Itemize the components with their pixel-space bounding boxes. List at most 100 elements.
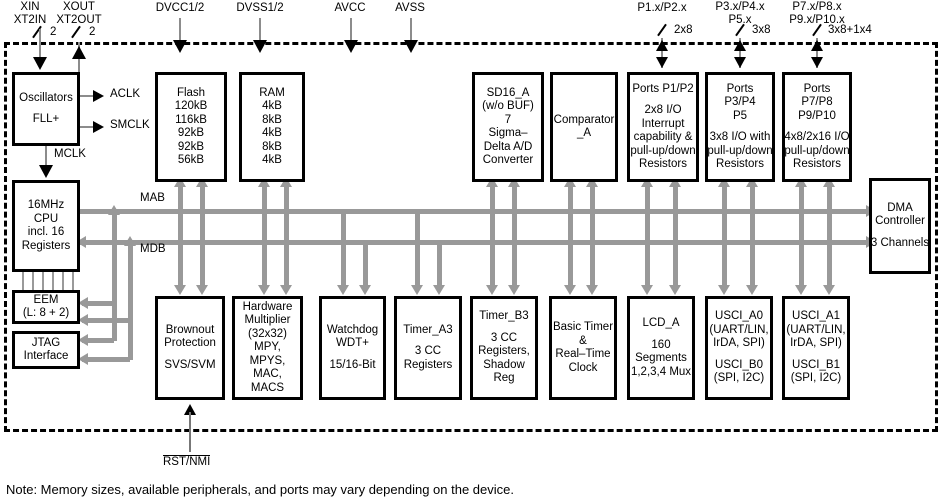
bus-drop-lcd-mdb: [673, 240, 678, 287]
block-flash-size3: 92kB: [177, 127, 205, 139]
pin-label-rst-nmi: RST/NMI: [163, 455, 211, 469]
block-ram-memory[interactable]: RAM 4kB 8kB 4kB 8kB 4kB: [239, 72, 305, 182]
pin-stem-avss: [410, 18, 412, 46]
bus-arrow-sd16-mab: [486, 177, 498, 187]
bus-arrowdn-bt-mdb: [586, 285, 598, 295]
pin-arrow-dn-p1p2: [656, 57, 668, 68]
bus-arrow-ram-mdb: [280, 177, 292, 187]
block-usci0-line2: (UART/LIN,: [709, 323, 769, 336]
block-ports-p7p10-line1: P7/P8: [801, 96, 833, 108]
block-oscillators[interactable]: Oscillators FLL+: [12, 72, 80, 146]
block-basic-timer-line2: &: [579, 334, 587, 347]
bus-riser-sd16-mdb: [512, 182, 517, 242]
block-cpu-line1: 16MHz: [27, 199, 65, 211]
block-ram-size3: 4kB: [262, 127, 282, 139]
block-dma-line2: Controller: [875, 215, 925, 228]
block-oscillators-line2: FLL+: [32, 113, 60, 125]
bus-drop-ta3-mab: [415, 209, 420, 287]
block-sd16a-line6: Converter: [482, 154, 534, 166]
bus-riser-ram-mab: [262, 182, 267, 212]
block-timer-a3[interactable]: Timer_A3 3 CC Registers: [394, 296, 462, 400]
block-hardware-multiplier[interactable]: Hardware Multiplier (32x32) MPY, MPYS, M…: [232, 296, 303, 400]
bus-arrowdn-usci1-mab: [795, 285, 807, 295]
pin-label-xin-line1: XIN: [20, 1, 40, 13]
pin-arrow-up-p3p5: [734, 40, 746, 51]
block-sd16a-adc[interactable]: SD16_A (w/o BUF) 7 Sigma– Delta A/D Conv…: [472, 72, 544, 182]
block-dma-controller[interactable]: DMA Controller 3 Channels: [869, 178, 931, 274]
block-flash-memory[interactable]: Flash 120kB 116kB 92kB 92kB 56kB: [155, 72, 227, 182]
mclk-stem: [45, 146, 47, 168]
block-usci0-line5: (SPI, I2C): [713, 372, 765, 385]
block-sd16a-line2: (w/o BUF): [482, 100, 534, 112]
bus-eem-arrow-a: [108, 205, 120, 215]
block-timer-b3-line3: Registers,: [478, 345, 530, 358]
pin-label-p3p5-line2: P5.x: [728, 14, 752, 26]
block-comparator-a[interactable]: Comparator _A: [550, 72, 618, 182]
clock-label-mclk: MCLK: [54, 148, 86, 160]
block-eem[interactable]: EEM (L: 8 + 2): [12, 290, 80, 324]
block-lcd-a[interactable]: LCD_A 160 Segments 1,2,3,4 Mux: [627, 296, 695, 400]
block-hwmult-line5: MPYS,: [249, 354, 286, 367]
bus-arrowdn-tb3-mdb: [508, 285, 520, 295]
block-basic-timer-line1: Basic Timer: [552, 321, 614, 333]
block-basic-timer-line4: Clock: [568, 361, 598, 374]
block-ports-p1-p2[interactable]: Ports P1/P2 2x8 I/O Interrupt capability…: [627, 72, 699, 182]
block-jtag-line1: JTAG: [31, 336, 61, 349]
block-usci0-line1: USCI_A0: [715, 310, 763, 323]
aclk-stem: [80, 95, 94, 97]
bus-arrowdn-tb3-mab: [486, 285, 498, 295]
mclk-arrow-icon: [39, 165, 53, 178]
block-ports-p7-p10[interactable]: Ports P7/P8 P9/P10 4x8/2x16 I/O pull-up/…: [782, 72, 852, 182]
block-usci1-line2: (UART/LIN,: [786, 323, 846, 336]
pin-stem-p7p10: [816, 38, 818, 68]
block-sd16a-line5: Delta A/D: [483, 140, 533, 153]
block-ram-size2: 8kB: [262, 113, 282, 126]
bus-drop-ta3-mdb: [437, 240, 442, 287]
bus-drop-wdt-mab: [341, 209, 346, 287]
block-ports-p3p5-title: Ports: [726, 82, 754, 95]
bus-eem-riser-a: [112, 212, 117, 304]
block-timer-b3[interactable]: Timer_B3 3 CC Registers, Shadow Reg: [470, 296, 538, 400]
bus-width-slash-xout: [71, 25, 81, 39]
block-timer-a3-line2: 3 CC: [414, 345, 442, 358]
pin-arrow-up-p1p2: [656, 40, 668, 51]
clock-label-aclk: ACLK: [110, 88, 141, 100]
bus-riser-sd16-mab: [490, 182, 495, 212]
pin-arrow-up-p7p10: [811, 40, 823, 51]
bus-arrowdn-lcd-mab: [641, 285, 653, 295]
block-cpu[interactable]: 16MHz CPU incl. 16 Registers: [12, 180, 80, 272]
block-ports-p3-p5[interactable]: Ports P3/P4 P5 3x8 I/O with pull-up/down…: [705, 72, 775, 182]
bus-riser-p7p10-mdb: [827, 182, 832, 242]
bus-drop-tb3-mab: [490, 209, 495, 287]
pin-label-avss: AVSS: [395, 2, 425, 14]
bus-drop-bt-mab: [568, 209, 573, 287]
rst-nmi-stem: [189, 412, 191, 452]
bus-arrow-comp-mdb: [586, 177, 598, 187]
block-eem-line1: EEM: [33, 293, 59, 306]
bus-drop-tb3-mdb: [512, 240, 517, 287]
pin-label-xout-line1: XOUT: [63, 1, 95, 13]
block-brownout-protection[interactable]: Brownout Protection SVS/SVM: [155, 296, 225, 400]
block-timer-b3-line5: Reg: [493, 372, 515, 385]
bus-arrowdn-brownout-mab: [174, 285, 186, 295]
block-watchdog-timer[interactable]: Watchdog WDT+ 15/16-Bit: [319, 296, 386, 400]
block-usci1-line1: USCI_A1: [792, 310, 840, 323]
bus-jtag-feed-a: [82, 338, 114, 343]
block-jtag-interface[interactable]: JTAG Interface: [12, 331, 80, 369]
block-watchdog-line2: WDT+: [336, 337, 369, 350]
bus-arrow-sd16-mdb: [508, 177, 520, 187]
block-ports-p1p2-line3: capability &: [633, 131, 693, 143]
bus-arrowdn-ta3-mdb: [433, 285, 445, 295]
block-basic-timer-rtc[interactable]: Basic Timer & Real–Time Clock: [549, 296, 617, 400]
block-usci-0[interactable]: USCI_A0 (UART/LIN, IrDA, SPI) USCI_B0 (S…: [705, 296, 773, 400]
bus-riser-ram-mdb: [284, 182, 289, 242]
block-usci1-line5: (SPI, I2C): [790, 372, 842, 385]
block-timer-a3-line1: Timer_A3: [403, 323, 453, 336]
bus-arrowdn-lcd-mdb: [669, 285, 681, 295]
block-usci-1[interactable]: USCI_A1 (UART/LIN, IrDA, SPI) USCI_B1 (S…: [782, 296, 850, 400]
bus-label-mab: MAB: [140, 192, 165, 204]
bus-eem-arrowhead-a: [78, 297, 88, 309]
block-lcd-a-line1: LCD_A: [642, 317, 680, 329]
bus-drop-hwmult-mab: [262, 209, 267, 287]
pin-label-xout-line2: XT2OUT: [56, 14, 102, 26]
